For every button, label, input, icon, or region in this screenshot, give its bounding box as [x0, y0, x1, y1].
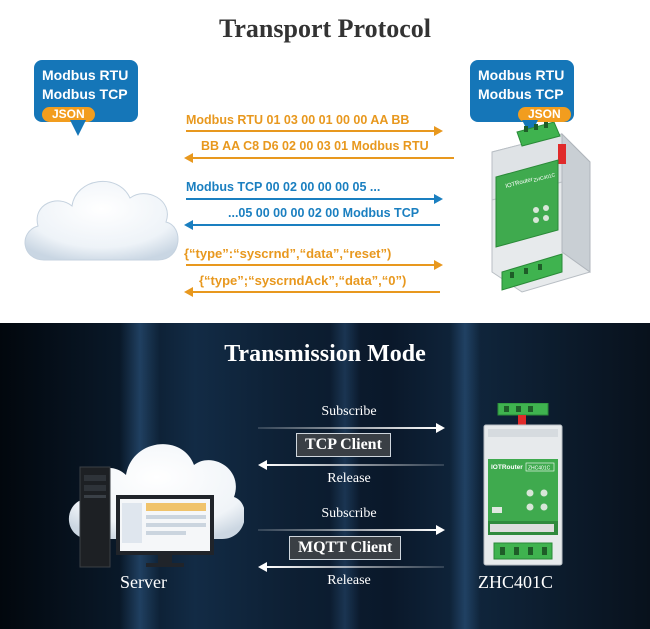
- tcp-release-arrow: [266, 464, 444, 466]
- mqtt-subscribe-label: Subscribe: [321, 506, 377, 521]
- tcp-request-text: Modbus TCP 00 02 00 00 00 05 ...: [186, 180, 381, 194]
- rtu-request-arrow: [186, 130, 436, 132]
- device-brand: IOTRouter: [491, 464, 523, 471]
- cloud-icon: [24, 181, 179, 261]
- device-caption: ZHC401C: [478, 572, 554, 592]
- bubble-json-pill: JSON: [42, 107, 95, 122]
- bubble-line-rtu: Modbus RTU: [478, 67, 565, 83]
- mqtt-release-arrow: [266, 566, 444, 568]
- tcp-release-arrowhead: [258, 460, 267, 470]
- bubble-line-rtu: Modbus RTU: [42, 67, 129, 83]
- json-request-arrowhead: [434, 260, 443, 270]
- server-caption: Server: [120, 572, 167, 592]
- tcp-subscribe-arrow: [258, 427, 438, 429]
- left-bubble-tail: [70, 120, 86, 136]
- tcp-response-arrow: [192, 224, 440, 226]
- left-protocol-bubble: Modbus RTU Modbus TCP JSON: [34, 60, 138, 122]
- server-cloud-icon: [69, 444, 244, 568]
- json-request-arrow: [186, 264, 436, 266]
- tcp-release-label: Release: [327, 471, 371, 486]
- light-streak: [330, 323, 360, 629]
- section-title-transmission: Transmission Mode: [224, 341, 426, 367]
- section-title-transport: Transport Protocol: [218, 14, 432, 43]
- rtu-response-arrowhead: [184, 153, 193, 163]
- transmission-mode-section: Transmission Mode: [0, 323, 650, 629]
- device-model: ZHC401C: [533, 172, 556, 184]
- mqtt-subscribe-arrow: [258, 529, 438, 531]
- mqtt-release-label: Release: [327, 573, 371, 588]
- tcp-client-badge: TCP Client: [296, 433, 391, 457]
- rtu-response-text: BB AA C8 D6 02 00 03 01 Modbus RTU: [201, 139, 429, 153]
- rtu-request-text: Modbus RTU 01 03 00 01 00 00 AA BB: [186, 113, 410, 127]
- rtu-response-arrow: [192, 157, 454, 159]
- rtu-request-arrowhead: [434, 126, 443, 136]
- tcp-response-arrowhead: [184, 220, 193, 230]
- tcp-subscribe-label: Subscribe: [321, 404, 377, 419]
- gateway-device-icon: IOTRouter ZHC401C: [491, 122, 591, 293]
- json-response-arrow: [192, 291, 440, 293]
- tcp-request-arrowhead: [434, 194, 443, 204]
- transport-protocol-section: Transport Protocol Modbus RTU Modbus TCP…: [24, 14, 591, 297]
- mqtt-subscribe-arrowhead: [436, 525, 445, 535]
- tcp-subscribe-arrowhead: [436, 423, 445, 433]
- bubble-line-tcp: Modbus TCP: [42, 86, 128, 102]
- json-request-text: {“type”:“syscrnd”,“data”,“reset”): [184, 246, 392, 261]
- device-model: ZHC401C: [528, 466, 551, 472]
- mqtt-client-badge: MQTT Client: [289, 536, 402, 560]
- tcp-response-text: ...05 00 00 00 02 00 Modbus TCP: [228, 206, 420, 220]
- right-protocol-bubble: Modbus RTU Modbus TCP JSON: [470, 60, 574, 122]
- light-streak: [450, 323, 480, 629]
- gateway-device-front-icon: IOTRouter ZHC401C: [483, 403, 563, 566]
- json-response-text: {“type”;“syscrndAck”,“data”,“0”): [199, 273, 407, 288]
- mqtt-release-arrowhead: [258, 562, 267, 572]
- bubble-json-pill: JSON: [518, 107, 571, 122]
- tcp-request-arrow: [186, 198, 436, 200]
- bubble-line-tcp: Modbus TCP: [478, 86, 564, 102]
- json-response-arrowhead: [184, 287, 193, 297]
